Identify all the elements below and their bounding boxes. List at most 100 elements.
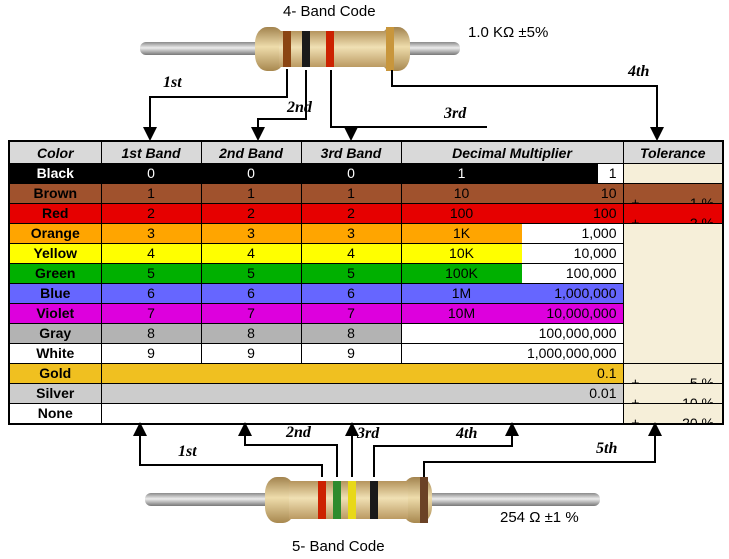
band1-cell: 8 [100, 323, 202, 344]
band1-cell: 4 [100, 243, 202, 264]
col-header-color: Color [8, 140, 102, 164]
color-name-cell: Gold [8, 363, 102, 384]
resistor-body [265, 477, 432, 523]
col-header-band1: 1st Band [100, 140, 202, 164]
band2-cell: 2 [200, 203, 302, 224]
tolerance-cell [622, 223, 724, 364]
band1-cell: 5 [100, 263, 202, 284]
five-band-value-label: 254 Ω ±1 % [500, 509, 579, 526]
color-name-cell: Orange [8, 223, 102, 244]
band3-cell: 9 [300, 343, 402, 364]
color-name-cell: Yellow [8, 243, 102, 264]
band2-cell: 7 [200, 303, 302, 324]
table-header-row: Color 1st Band 2nd Band 3rd Band Decimal… [8, 140, 724, 164]
bottom-resistor-band-yellow [348, 481, 356, 519]
top-resistor-band-black [302, 31, 310, 67]
pointer-label-4th-bottom: 4th [456, 425, 478, 442]
band1-cell: 2 [100, 203, 202, 224]
pointer-label-3rd-bottom: 3rd [357, 425, 380, 442]
band3-cell: 6 [300, 283, 402, 304]
color-code-table: Color 1st Band 2nd Band 3rd Band Decimal… [8, 140, 724, 425]
pointer-label-1st-bottom: 1st [178, 443, 197, 460]
bottom-resistor-band-brown [420, 477, 428, 523]
bands-multiplier-merged-cell [100, 403, 624, 425]
four-band-resistor [140, 27, 460, 71]
pointer-label-5th-bottom: 5th [596, 440, 618, 457]
band1-cell: 6 [100, 283, 202, 304]
band3-cell: 5 [300, 263, 402, 284]
pointer-label-4th-top: 4th [628, 63, 650, 80]
color-name-cell: Black [8, 163, 102, 184]
band2-cell: 1 [200, 183, 302, 204]
table-row-none: None±20 % [8, 403, 724, 425]
bands-multiplier-merged-cell: 0.01 [100, 383, 624, 404]
color-name-cell: Red [8, 203, 102, 224]
bottom-resistor-band-green [333, 481, 341, 519]
four-band-value-label: 1.0 KΩ ±5% [468, 24, 549, 41]
color-name-cell: Silver [8, 383, 102, 404]
multiplier-cell: 1,000,000,000 [400, 343, 624, 364]
bottom-resistor-band-red [318, 481, 326, 519]
band1-cell: 1 [100, 183, 202, 204]
four-band-code-title: 4- Band Code [283, 3, 376, 20]
top-resistor-band-red [326, 31, 334, 67]
band2-cell: 0 [200, 163, 302, 184]
band3-cell: 7 [300, 303, 402, 324]
pointer-label-2nd-top: 2nd [287, 99, 312, 116]
pointer-label-2nd-bottom: 2nd [286, 424, 311, 441]
band2-cell: 3 [200, 223, 302, 244]
band1-cell: 0 [100, 163, 202, 184]
band2-cell: 8 [200, 323, 302, 344]
pointer-label-1st-top: 1st [163, 74, 182, 91]
band2-cell: 5 [200, 263, 302, 284]
band3-cell: 4 [300, 243, 402, 264]
tolerance-cell: ±20 % [622, 403, 724, 425]
band1-cell: 7 [100, 303, 202, 324]
color-name-cell: Green [8, 263, 102, 284]
tolerance-cell: ±10 % [622, 383, 724, 404]
bands-multiplier-merged-cell: 0.1 [100, 363, 624, 384]
bottom-resistor-band-black [370, 481, 378, 519]
color-name-cell: White [8, 343, 102, 364]
band2-cell: 4 [200, 243, 302, 264]
band3-cell: 2 [300, 203, 402, 224]
band2-cell: 6 [200, 283, 302, 304]
col-header-band2: 2nd Band [200, 140, 302, 164]
tolerance-cell: ±2 % [622, 203, 724, 224]
color-name-cell: Brown [8, 183, 102, 204]
col-header-tolerance: Tolerance [622, 140, 724, 164]
band3-cell: 0 [300, 163, 402, 184]
tolerance-cell: ±5 % [622, 363, 724, 384]
band1-cell: 3 [100, 223, 202, 244]
top-resistor-band-brown [283, 31, 291, 67]
band3-cell: 3 [300, 223, 402, 244]
multiplier-cell: 100,000,000 [400, 323, 624, 344]
top-resistor-band-gold [386, 27, 394, 71]
five-band-code-title: 5- Band Code [292, 538, 385, 555]
color-name-cell: Blue [8, 283, 102, 304]
five-band-resistor [145, 477, 600, 523]
color-name-cell: Violet [8, 303, 102, 324]
band2-cell: 9 [200, 343, 302, 364]
tolerance-cell: ±1 % [622, 183, 724, 204]
color-name-cell: Gray [8, 323, 102, 344]
col-header-band3: 3rd Band [300, 140, 402, 164]
tolerance-cell [622, 163, 724, 184]
